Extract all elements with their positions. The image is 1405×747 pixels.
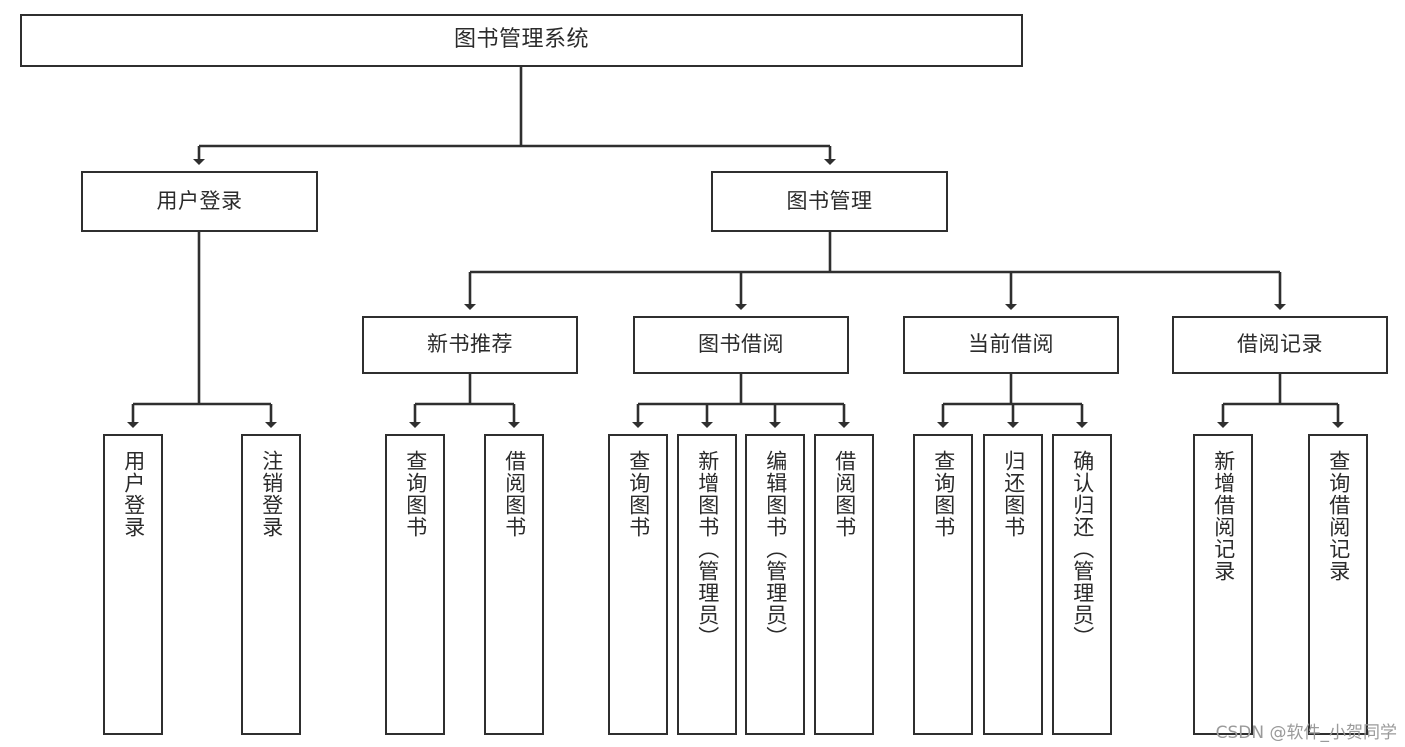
leaf-query-book-current[interactable]: 查询图书	[913, 434, 973, 735]
leaf-add-borrow-record-label: 新增借阅记录	[1211, 450, 1236, 582]
node-new-book-recommend[interactable]: 新书推荐	[362, 316, 578, 374]
node-book-borrow-label: 图书借阅	[698, 332, 784, 357]
leaf-add-book-admin-label: 新增图书（管理员）	[695, 450, 720, 648]
leaf-query-book-newbook[interactable]: 查询图书	[385, 434, 445, 735]
leaf-borrow-book-newbook-label: 借阅图书	[502, 450, 527, 538]
leaf-query-book-current-label: 查询图书	[931, 450, 956, 538]
node-borrow-record-label: 借阅记录	[1237, 332, 1323, 357]
node-book-borrow[interactable]: 图书借阅	[633, 316, 849, 374]
node-root-label: 图书管理系统	[453, 27, 589, 53]
leaf-borrow-book-newbook[interactable]: 借阅图书	[484, 434, 544, 735]
csdn-watermark: CSDN @软件_小贺同学	[1215, 723, 1397, 743]
node-current-borrow[interactable]: 当前借阅	[903, 316, 1119, 374]
leaf-logout[interactable]: 注销登录	[241, 434, 301, 735]
leaf-return-book-label: 归还图书	[1001, 450, 1026, 538]
leaf-add-borrow-record[interactable]: 新增借阅记录	[1193, 434, 1253, 735]
leaf-query-book-borrow-label: 查询图书	[626, 450, 651, 538]
node-user-login[interactable]: 用户登录	[81, 171, 318, 232]
node-book-management[interactable]: 图书管理	[711, 171, 948, 232]
leaf-logout-label: 注销登录	[259, 450, 284, 538]
leaf-user-login[interactable]: 用户登录	[103, 434, 163, 735]
node-user-login-label: 用户登录	[156, 188, 243, 213]
leaf-query-borrow-record[interactable]: 查询借阅记录	[1308, 434, 1368, 735]
leaf-confirm-return-admin-label: 确认归还（管理员）	[1070, 450, 1095, 648]
node-current-borrow-label: 当前借阅	[968, 332, 1054, 357]
leaf-query-borrow-record-label: 查询借阅记录	[1326, 450, 1351, 582]
node-new-book-recommend-label: 新书推荐	[427, 332, 513, 357]
leaf-query-book-newbook-label: 查询图书	[403, 450, 428, 538]
leaf-edit-book-admin-label: 编辑图书（管理员）	[763, 450, 788, 648]
node-book-management-label: 图书管理	[786, 188, 873, 213]
leaf-query-book-borrow[interactable]: 查询图书	[608, 434, 668, 735]
leaf-add-book-admin[interactable]: 新增图书（管理员）	[677, 434, 737, 735]
leaf-borrow-book-borrow-label: 借阅图书	[832, 450, 857, 538]
node-root[interactable]: 图书管理系统	[20, 14, 1023, 67]
leaf-user-login-label: 用户登录	[121, 450, 146, 538]
leaf-edit-book-admin[interactable]: 编辑图书（管理员）	[745, 434, 805, 735]
leaf-confirm-return-admin[interactable]: 确认归还（管理员）	[1052, 434, 1112, 735]
leaf-return-book[interactable]: 归还图书	[983, 434, 1043, 735]
node-borrow-record[interactable]: 借阅记录	[1172, 316, 1388, 374]
leaf-borrow-book-borrow[interactable]: 借阅图书	[814, 434, 874, 735]
